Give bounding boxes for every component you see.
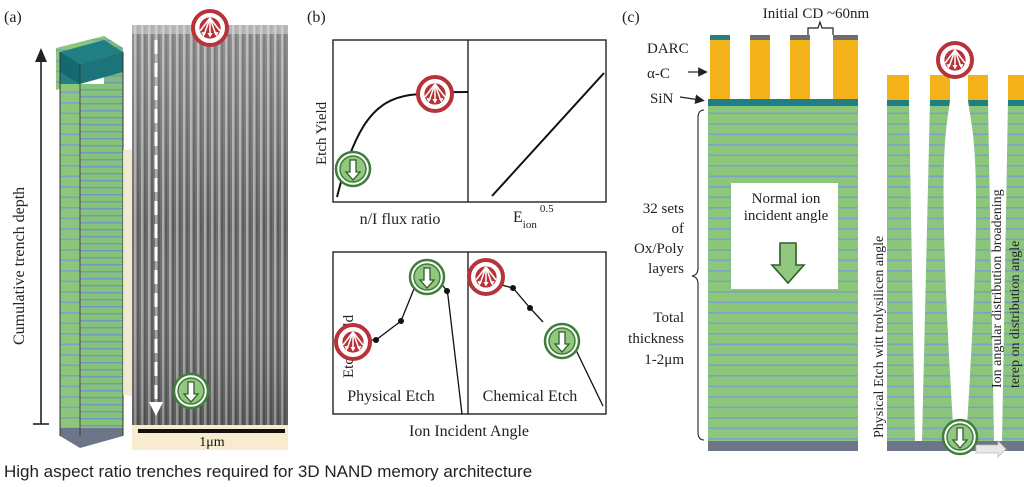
panel-a-label: (a): [4, 9, 22, 26]
panel-c-label: (c): [622, 9, 640, 26]
thickness-line3: 1-2μm: [644, 352, 684, 368]
mask-lines-initial: [710, 35, 858, 99]
ac-label: α-C: [647, 66, 670, 82]
bottom-xlabel: Ion Incident Angle: [409, 423, 529, 440]
cd-bracket: [807, 20, 834, 35]
ion-icon-physical: [334, 323, 372, 361]
radical-icon-chemical: [543, 322, 581, 360]
panel-b-label: (b): [307, 9, 326, 26]
stack-label-line1: 32 sets: [643, 201, 684, 217]
figure-caption: High aspect ratio trenches required for …: [4, 462, 532, 481]
vertical-label-2b: terep on distribution angle: [1008, 241, 1023, 388]
ion-icon-top-plot: [416, 75, 454, 113]
stack-label-line4: layers: [648, 261, 684, 277]
top-ylabel: Etch Yield: [314, 101, 330, 165]
eion-main: E: [513, 209, 523, 226]
ion-icon-chemical: [467, 258, 505, 296]
depth-arrow: [33, 48, 49, 425]
physical-etch-label: Physical Etch: [347, 388, 435, 405]
ion-icon-etched: [936, 41, 974, 79]
layer-stack-3d: [56, 36, 124, 448]
eion-sup: 0.5: [540, 203, 554, 215]
eion-sub: ion: [523, 219, 538, 231]
darc-label: DARC: [647, 41, 689, 57]
stack-label-line2: of: [672, 221, 685, 237]
etched-stack: [887, 75, 1024, 451]
scale-bar-area: [132, 425, 288, 450]
ion-icon: [191, 9, 229, 47]
radical-icon: [172, 372, 210, 410]
eion-label: Eion0.5: [513, 203, 554, 231]
sin-arrow: [679, 94, 705, 105]
vertical-label-2a: Ion angular distribution broadening: [990, 189, 1005, 388]
thickness-line2: thickness: [628, 331, 684, 347]
radical-icon-etched: [941, 418, 979, 456]
stack-brace: [691, 109, 705, 441]
sin-label: SiN: [650, 91, 674, 107]
radical-icon-top-plot: [334, 150, 372, 188]
normal-ion-line2: incident angle: [744, 208, 829, 224]
normal-ion-line1: Normal ion: [752, 191, 821, 207]
depth-label: Cumulative trench depth: [11, 187, 28, 345]
thickness-line1: Total: [653, 310, 684, 326]
scale-bar-label: 1μm: [199, 435, 225, 450]
top-left-xlabel: n/I flux ratio: [360, 211, 441, 228]
vertical-label-1: Physical Etch witt trolysilicen angle: [872, 236, 887, 438]
initial-cd-label: Initial CD ~60nm: [763, 6, 870, 22]
top-plot: [332, 39, 607, 203]
initial-stack: [708, 35, 858, 451]
chemical-etch-label: Chemical Etch: [483, 388, 578, 405]
stack-label-line3: Ox/Poly: [634, 241, 685, 257]
small-arrow-icon: [975, 440, 1007, 458]
sem-image: [132, 25, 288, 425]
radical-icon-physical: [408, 258, 446, 296]
